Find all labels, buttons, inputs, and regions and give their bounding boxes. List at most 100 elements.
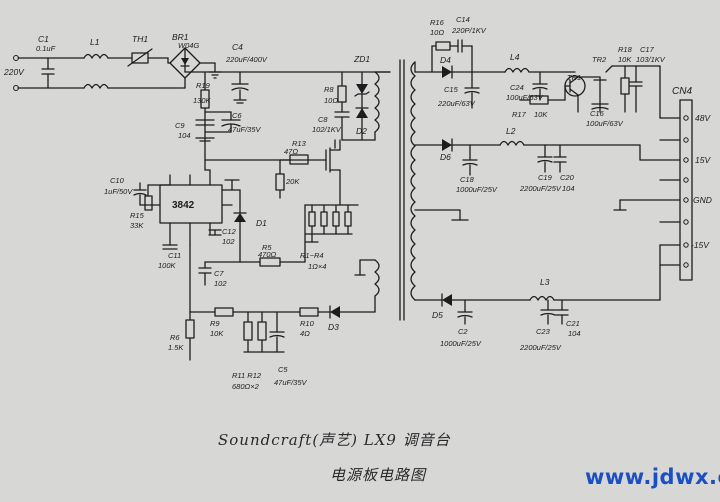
label-r9: R9: [210, 319, 220, 328]
label-ac-in: 220V: [3, 67, 25, 77]
label-th1: TH1: [132, 34, 148, 44]
label-r19: R19: [196, 81, 211, 90]
label-r17: R17: [512, 110, 527, 119]
label-tr1: TR1: [567, 73, 581, 82]
label-r11-r12-value: 680Ω×2: [232, 382, 260, 391]
label-c14: C14: [456, 15, 470, 24]
label-c19: C19: [538, 173, 553, 182]
label-c10: C10: [110, 176, 125, 185]
diagram-subtitle: 电源板电路图: [330, 466, 427, 484]
label-c12-value: 102: [222, 237, 235, 246]
label-c1: C1: [38, 34, 49, 44]
label-c7: C7: [214, 269, 224, 278]
label-d6: D6: [440, 152, 451, 162]
label-c20: C20: [560, 173, 575, 182]
label-d4: D4: [440, 55, 451, 65]
connector-cn4: CN4 48V 15V GND -15V: [659, 86, 712, 281]
label-r18-value: 10K: [618, 55, 632, 64]
label-r16-value: 10Ω: [430, 28, 444, 37]
pin-label-neg15v: -15V: [691, 240, 710, 250]
pin-label-15v: 15V: [695, 155, 711, 165]
transformer-core: [399, 59, 405, 321]
label-r5: R5: [262, 243, 272, 252]
label-l1: L1: [90, 37, 100, 47]
label-r6: R6: [170, 333, 180, 342]
label-c18-value: 1000uF/25V: [456, 185, 498, 194]
label-r5-value: 470Ω: [258, 250, 277, 259]
label-r13-value: 47Ω: [284, 147, 298, 156]
label-c9-value: 104: [178, 131, 191, 140]
pin-label-48v: 48V: [695, 113, 711, 123]
label-c2: C2: [458, 327, 468, 336]
label-c15: C15: [444, 85, 459, 94]
label-r18: R18: [618, 45, 633, 54]
primary-wiring: [13, 47, 391, 361]
label-r8-value: 10Ω: [324, 96, 338, 105]
label-r1-r4: R1~R4: [300, 251, 324, 260]
label-c5-value: 47uF/35V: [274, 378, 308, 387]
watermark-text: www.jdwx.cn: [585, 465, 720, 489]
label-d1: D1: [256, 218, 267, 228]
label-c6: C6: [232, 111, 242, 120]
label-c24: C24: [510, 83, 524, 92]
label-c11-value: 100K: [158, 261, 177, 270]
label-c14-value: 220P/1KV: [451, 26, 487, 35]
label-r6-value: 1.5K: [168, 343, 184, 352]
ic-3842-label: 3842: [172, 200, 195, 211]
label-c16-value: 100uF/63V: [586, 119, 624, 128]
label-c18: C18: [460, 175, 475, 184]
label-c7-value: 102: [214, 279, 227, 288]
label-c4: C4: [232, 42, 243, 52]
label-c24-value: 100uF/63V: [506, 93, 544, 102]
label-c23: C23: [536, 327, 551, 336]
label-c23-value: 2200uF/25V: [519, 343, 562, 352]
label-c20-value: 104: [562, 184, 575, 193]
label-r11-r12: R11 R12: [232, 371, 262, 380]
label-r15: R15: [130, 211, 145, 220]
diagram-title: Soundcraft(声艺) LX9 调音台: [218, 431, 451, 449]
label-l2: L2: [506, 126, 516, 136]
label-r-20k: 20K: [285, 177, 300, 186]
label-c4-value: 220uF/400V: [225, 55, 268, 64]
label-c2-value: 1000uF/25V: [440, 339, 482, 348]
label-r1-r4-value: 1Ω×4: [308, 262, 326, 271]
pin-label-gnd: GND: [693, 195, 712, 205]
component-labels: 220V C1 0.1uF L1 TH1 BR1 W04G C4 220uF/4…: [3, 15, 666, 391]
label-c12: C12: [222, 227, 237, 236]
label-c1-value: 0.1uF: [36, 44, 56, 53]
label-l4: L4: [510, 52, 520, 62]
label-c10-value: 1uF/50V: [104, 187, 133, 196]
label-r10: R10: [300, 319, 315, 328]
label-r17-value: 10K: [534, 110, 548, 119]
label-d3: D3: [328, 322, 339, 332]
label-c19-value: 2200uF/25V: [519, 184, 562, 193]
label-c6-value: 47uF/35V: [228, 125, 262, 134]
label-br1: BR1: [172, 32, 189, 42]
label-tr2: TR2: [592, 55, 607, 64]
label-r9-value: 10K: [210, 329, 224, 338]
label-r16: R16: [430, 18, 445, 27]
label-c15-value: 220uF/63V: [437, 99, 476, 108]
label-r13: R13: [292, 139, 307, 148]
label-d2: D2: [356, 126, 367, 136]
label-l3: L3: [540, 277, 550, 287]
label-c21-value: 104: [568, 329, 581, 338]
label-c16: C16: [590, 109, 605, 118]
label-c11: C11: [168, 251, 181, 260]
label-r8: R8: [324, 85, 334, 94]
label-c8-value: 102/1KV: [312, 125, 342, 134]
label-zd1: ZD1: [353, 54, 370, 64]
label-c21: C21: [566, 319, 580, 328]
label-r15-value: 33K: [130, 221, 144, 230]
label-c9: C9: [175, 121, 185, 130]
label-c5: C5: [278, 365, 288, 374]
label-br1-value: W04G: [178, 41, 199, 50]
label-d5: D5: [432, 310, 443, 320]
label-r19-value: 130K: [193, 96, 212, 105]
label-c17: C17: [640, 45, 655, 54]
connector-label: CN4: [672, 86, 692, 97]
label-c17-value: 103/1KV: [636, 55, 666, 64]
secondary-wiring: [410, 39, 681, 325]
